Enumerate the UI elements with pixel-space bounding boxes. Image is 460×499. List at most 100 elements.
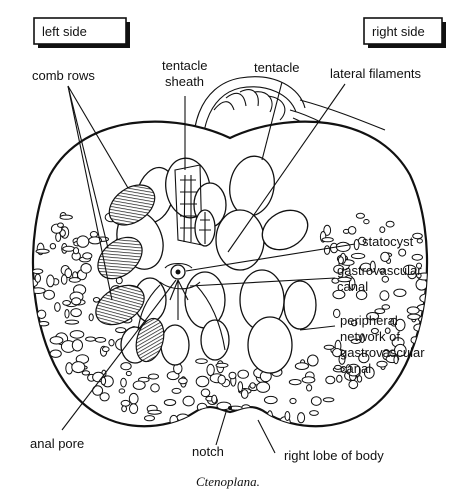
network-cell — [332, 348, 343, 358]
network-cell — [46, 274, 55, 288]
network-cell — [363, 219, 370, 225]
network-cell — [132, 380, 146, 390]
comb-row — [108, 184, 156, 226]
network-cell — [68, 277, 81, 283]
network-cell — [415, 278, 428, 291]
network-cell — [306, 384, 313, 392]
lateral-filaments-label: lateral filaments — [330, 66, 422, 81]
network-cell — [380, 251, 390, 262]
network-cell — [412, 232, 423, 240]
network-cell — [64, 319, 80, 325]
comb-row — [95, 284, 145, 326]
network-cell — [379, 226, 386, 233]
network-cell — [407, 313, 421, 320]
network-cell — [81, 370, 91, 376]
network-cell — [64, 268, 73, 279]
network-cell — [322, 397, 335, 403]
network-cell — [43, 289, 55, 300]
network-cell — [325, 375, 336, 385]
leader-lines — [61, 81, 356, 454]
network-cell — [374, 308, 386, 315]
network-cell — [82, 252, 93, 260]
network-cell — [345, 364, 352, 375]
network-cell — [369, 260, 376, 273]
gastrovascular-canal-label: gastrovascular canal — [337, 263, 425, 294]
network-cell — [71, 339, 84, 352]
network-cell — [71, 361, 86, 374]
statocyst-label: statocyst — [362, 234, 414, 249]
network-cell — [32, 287, 46, 295]
network-cell — [55, 232, 62, 243]
tentacle-sheath-label: tentacle sheath — [162, 58, 211, 89]
network-cell — [359, 333, 365, 344]
network-cell — [108, 339, 115, 347]
notch-label: notch — [192, 444, 224, 459]
left-side-label: left side — [42, 24, 87, 39]
network-cell — [211, 394, 218, 404]
network-cell — [416, 272, 422, 279]
network-cell — [238, 413, 245, 421]
network-cell — [289, 397, 297, 405]
network-cell — [215, 362, 229, 368]
network-cell — [347, 226, 357, 235]
network-cell — [120, 399, 131, 407]
network-cell — [337, 276, 352, 283]
network-cell — [309, 410, 319, 416]
network-cell — [49, 336, 64, 345]
network-cell — [381, 304, 391, 310]
network-cell — [355, 212, 365, 219]
network-cell — [370, 327, 379, 335]
network-cell — [307, 354, 319, 367]
network-cell — [115, 327, 127, 334]
network-cell — [92, 297, 101, 303]
network-cell — [261, 418, 270, 426]
network-cell — [89, 231, 99, 238]
network-cell — [72, 247, 80, 255]
network-cell — [128, 392, 139, 405]
network-cell — [36, 309, 47, 319]
network-cell — [263, 395, 278, 405]
network-cell — [71, 297, 82, 306]
network-cell — [34, 273, 41, 283]
network-cell — [237, 381, 244, 393]
network-cell — [332, 289, 346, 300]
network-cell — [394, 343, 407, 357]
network-cell — [171, 387, 182, 394]
network-cell — [310, 396, 322, 406]
network-cell — [76, 235, 90, 248]
network-cell — [288, 379, 302, 386]
network-cell — [249, 382, 256, 389]
network-cell — [144, 415, 155, 422]
network-cell — [333, 308, 341, 319]
network-cell — [54, 302, 61, 312]
network-cell — [240, 389, 249, 399]
network-cell — [62, 300, 71, 306]
network-cell — [336, 374, 343, 383]
network-cell — [284, 411, 291, 421]
network-cell — [80, 263, 92, 274]
anal-pore-label: anal pore — [30, 436, 84, 451]
network-cell — [70, 308, 82, 318]
network-cell — [69, 330, 85, 339]
network-cell — [35, 248, 50, 254]
network-cell — [211, 410, 225, 424]
network-cell — [57, 222, 64, 228]
network-cell — [94, 337, 107, 343]
network-cell — [411, 253, 423, 261]
network-cell — [358, 352, 370, 364]
network-cell — [402, 264, 417, 275]
network-cell — [348, 379, 359, 390]
peripheral-network-label: peripheral network of gastrovascular can… — [340, 313, 428, 376]
network-cell — [393, 288, 407, 297]
peripheral-network — [32, 212, 428, 427]
network-cell — [49, 243, 57, 250]
network-cell — [393, 355, 399, 365]
network-cell — [32, 268, 44, 275]
network-cell — [398, 248, 407, 257]
network-cell — [385, 220, 395, 228]
network-cell — [208, 410, 220, 417]
network-cell — [200, 388, 211, 398]
network-cell — [182, 395, 195, 407]
network-cell — [419, 293, 428, 304]
